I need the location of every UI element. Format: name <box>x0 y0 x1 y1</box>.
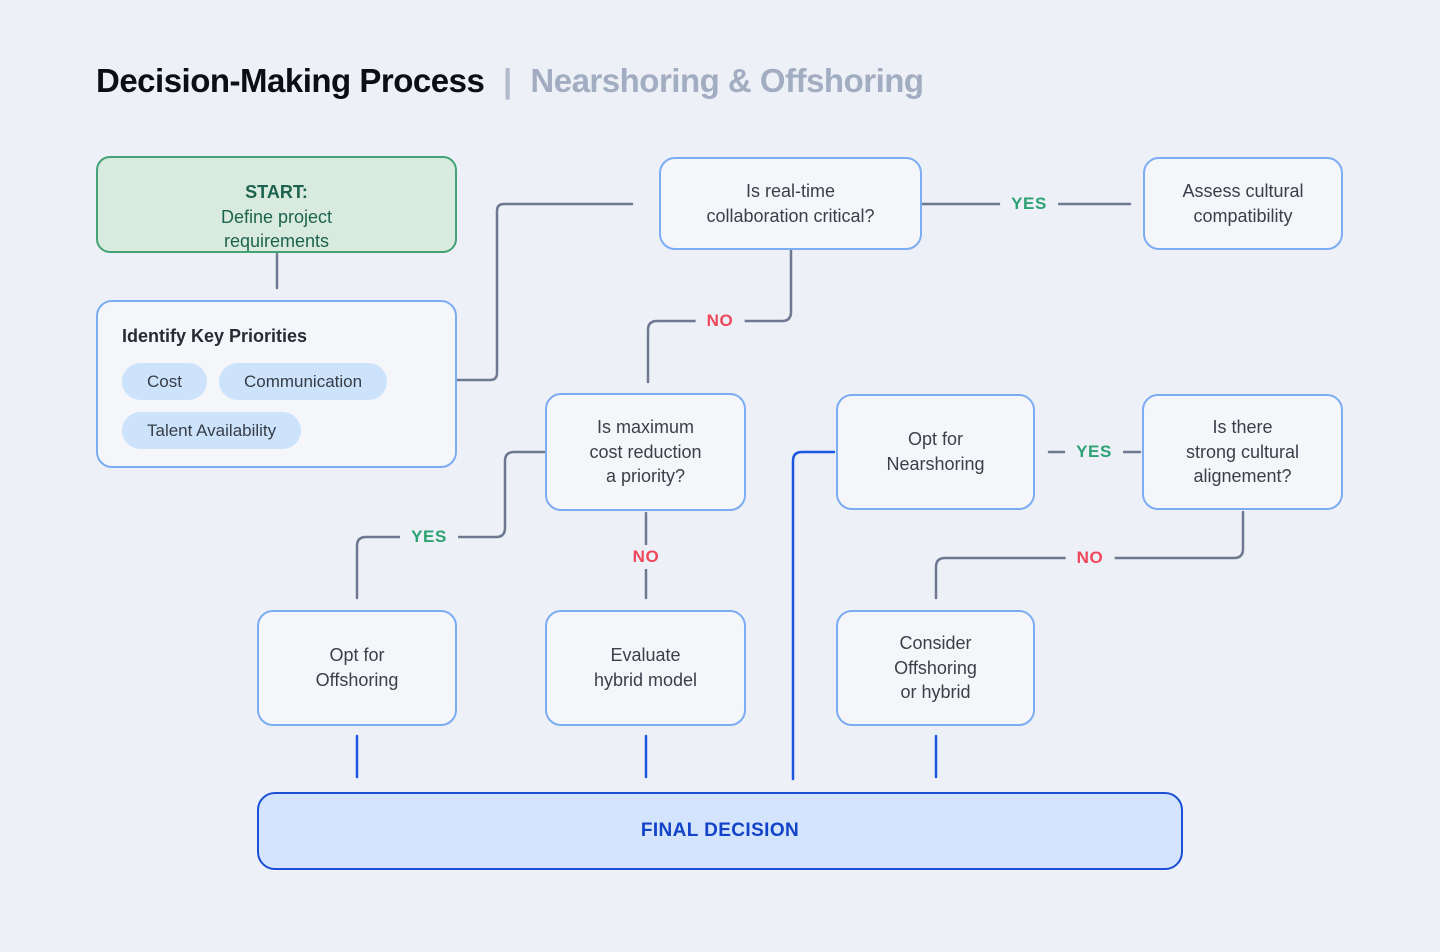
node-identify-priorities: Identify Key Priorities Cost Communicati… <box>96 300 457 468</box>
edge-label-realtime-yes: YES <box>1000 192 1058 216</box>
node-opt-nearshoring: Opt for Nearshoring <box>836 394 1035 510</box>
node-opt-offshoring: Opt for Offshoring <box>257 610 457 726</box>
node-cost-reduction-label: Is maximum cost reduction a priority? <box>589 416 702 487</box>
node-cultural-alignment: Is there strong cultural alignement? <box>1142 394 1343 510</box>
node-assess-cultural-label: Assess cultural compatibility <box>1182 180 1304 226</box>
node-evaluate-hybrid: Evaluate hybrid model <box>545 610 746 726</box>
edge-nearshoring-to-final <box>791 450 836 781</box>
node-realtime-collaboration: Is real-time collaboration critical? <box>659 157 922 250</box>
node-cultural-alignment-label: Is there strong cultural alignement? <box>1185 416 1300 487</box>
node-start-label-prefix: START: <box>245 181 308 202</box>
node-cost-reduction: Is maximum cost reduction a priority? <box>545 393 746 511</box>
edge-label-alignment-yes: YES <box>1065 440 1123 464</box>
node-opt-nearshoring-label: Opt for Nearshoring <box>886 429 985 474</box>
priority-tag-talent: Talent Availability <box>122 412 302 449</box>
priority-tag-communication: Communication <box>218 363 388 400</box>
edge-priorities-to-realtime <box>455 202 634 382</box>
node-identify-priorities-heading: Identify Key Priorities <box>122 326 308 346</box>
edge-label-cost-no: NO <box>621 545 671 569</box>
edge-label-cost-yes: YES <box>400 525 458 549</box>
node-start-label: START: Define project requirements <box>221 155 332 254</box>
node-final-decision: FINAL DECISION <box>257 792 1183 870</box>
priority-tag-list: Cost Communication Talent Availability <box>122 363 422 449</box>
node-final-decision-label: FINAL DECISION <box>640 819 800 841</box>
page-title-subtitle: Nearshoring & Offshoring <box>530 62 924 99</box>
node-evaluate-hybrid-label: Evaluate hybrid model <box>593 645 698 690</box>
node-assess-cultural: Assess cultural compatibility <box>1143 157 1343 250</box>
node-opt-offshoring-label: Opt for Offshoring <box>315 645 399 690</box>
edge-label-realtime-no: NO <box>695 309 745 333</box>
page-title-main: Decision-Making Process <box>96 62 485 99</box>
node-start-label-text: Define project requirements <box>220 206 333 252</box>
edge-label-alignment-no: NO <box>1065 546 1115 570</box>
priority-tag-cost: Cost <box>122 363 207 400</box>
page-title-separator: | <box>502 62 512 99</box>
node-consider-offshoring-label: Consider Offshoring or hybrid <box>894 632 977 703</box>
node-start: START: Define project requirements <box>96 156 457 253</box>
node-consider-offshoring: Consider Offshoring or hybrid <box>836 610 1035 726</box>
page-title: Decision-Making Process | Nearshoring & … <box>96 62 924 100</box>
node-realtime-collaboration-label: Is real-time collaboration critical? <box>706 180 875 226</box>
